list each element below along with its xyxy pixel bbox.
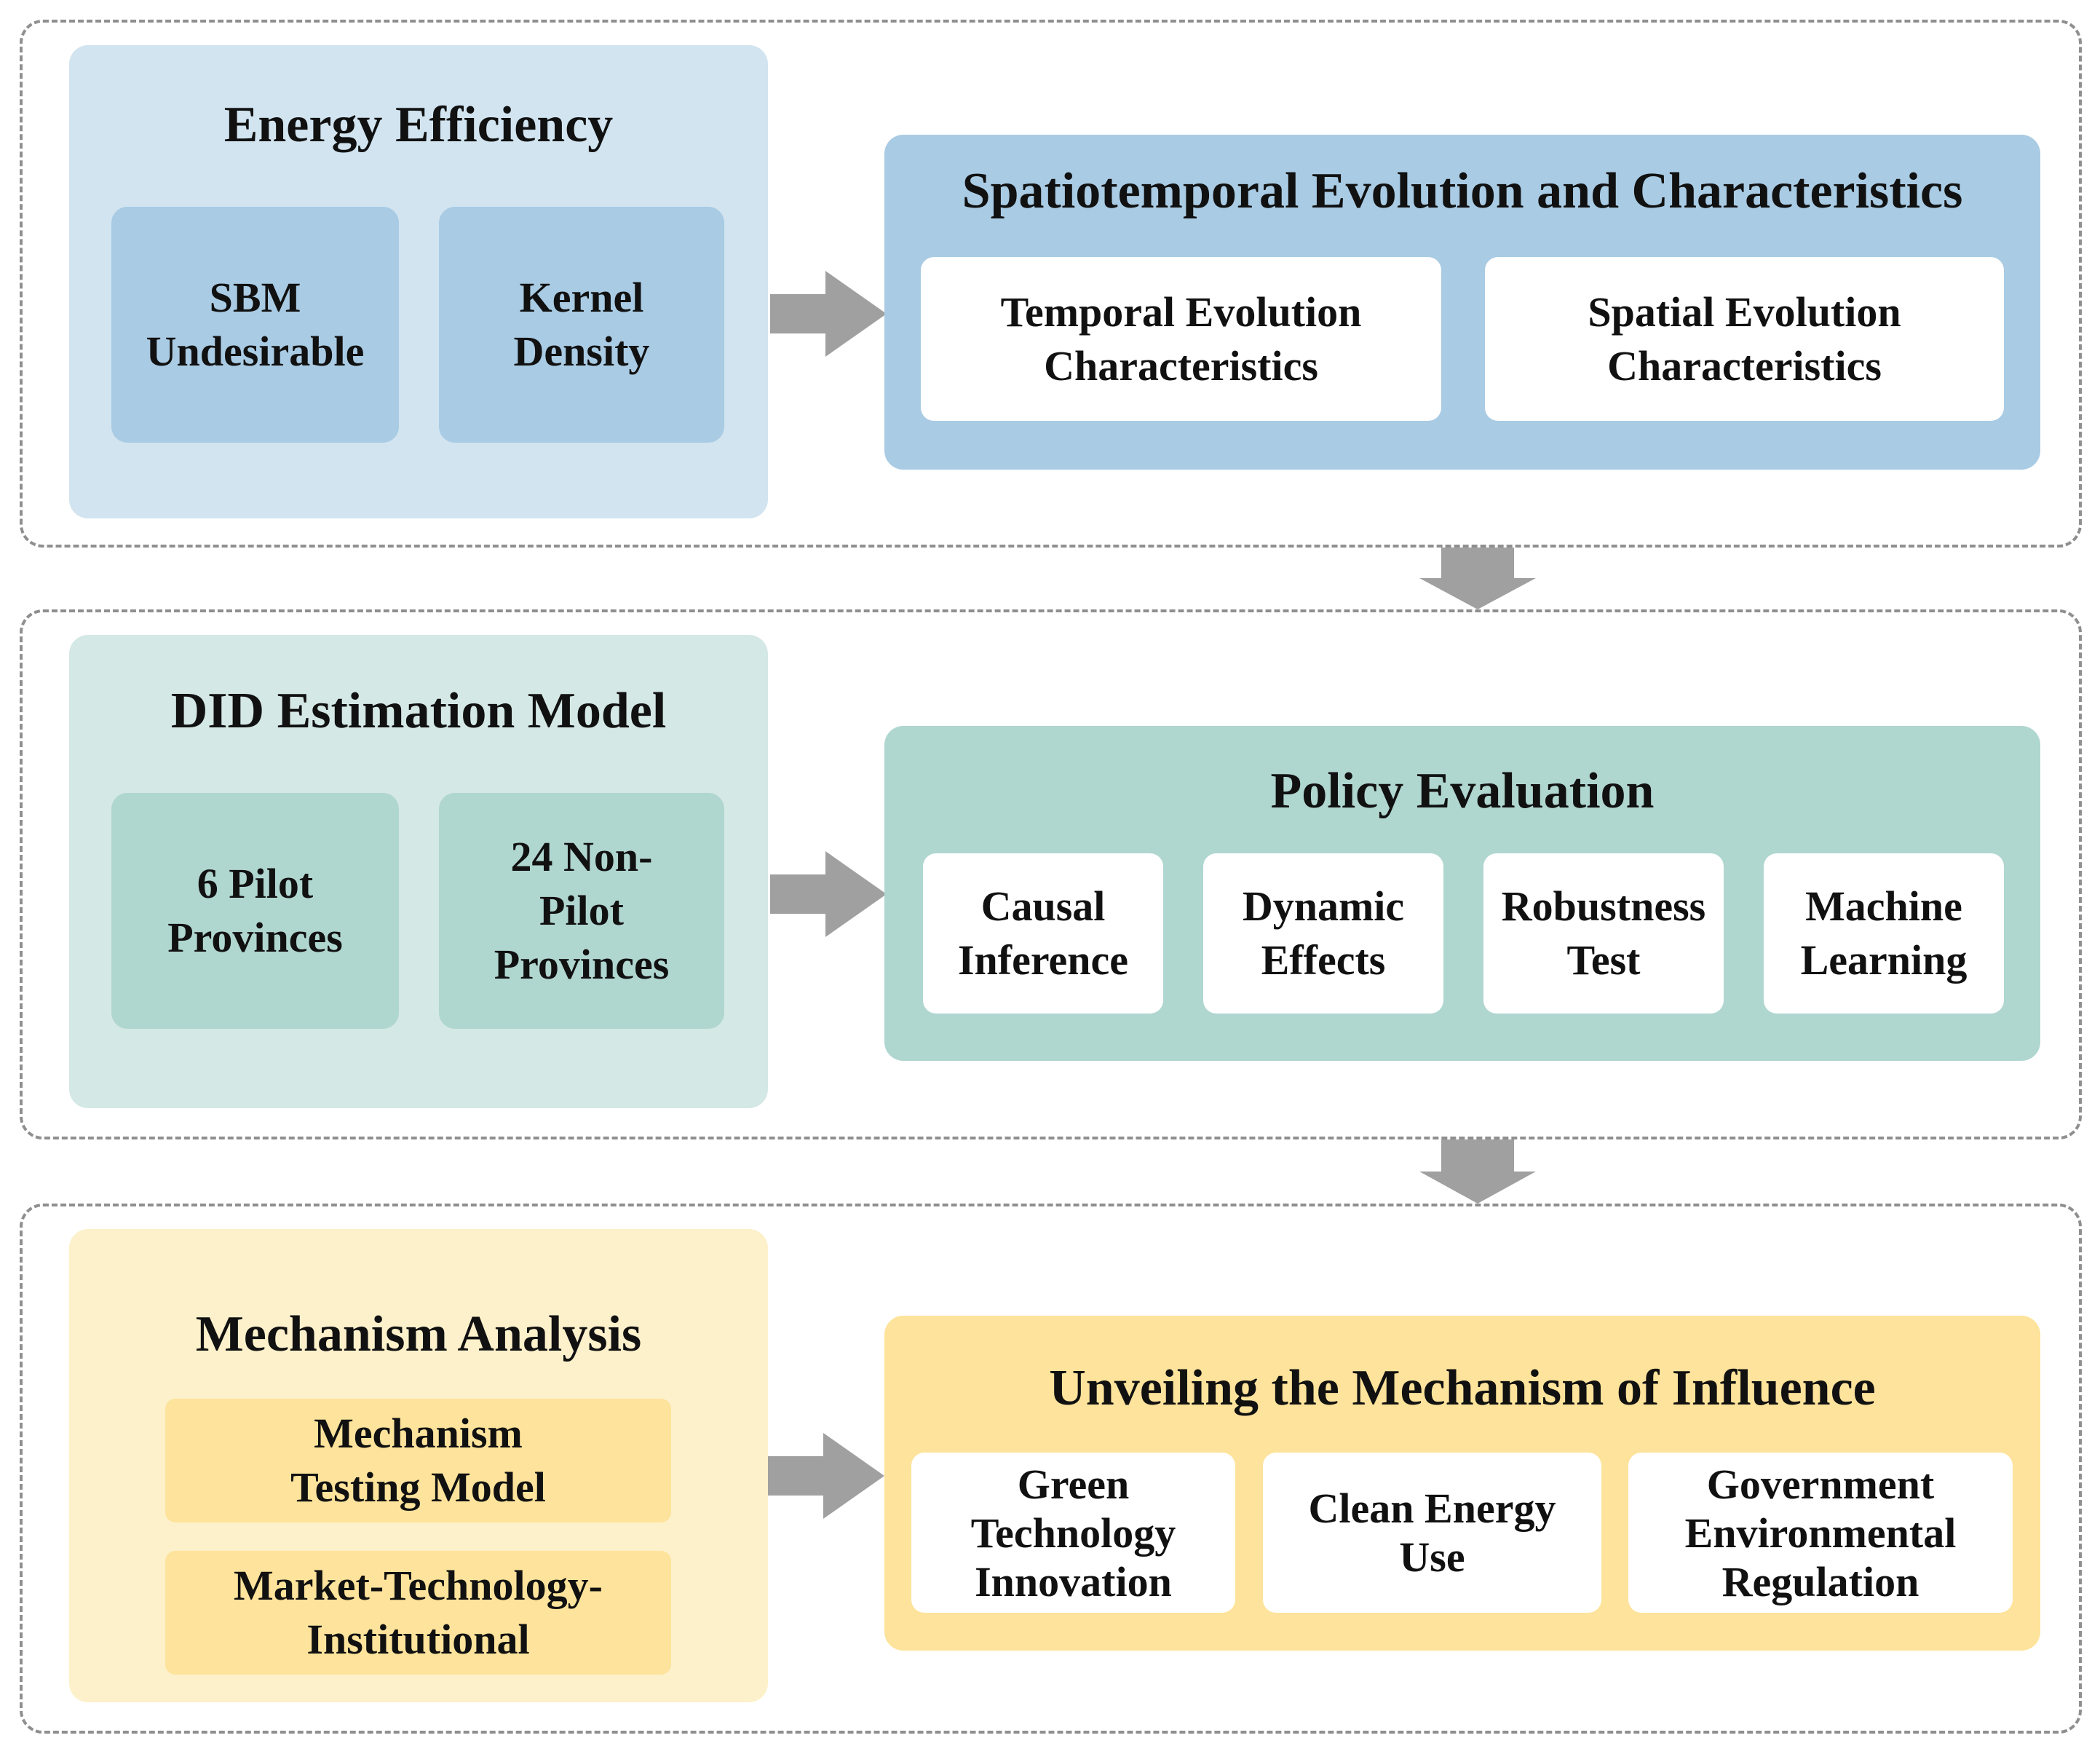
kernel-density-label: Kernel Density: [513, 274, 650, 375]
non-pilot-provinces-box: 24 Non- Pilot Provinces: [439, 793, 724, 1029]
robustness-test-label: Robustness Test: [1501, 882, 1706, 984]
market-technology-institutional-label: Market-Technology- Institutional: [234, 1562, 603, 1663]
causal-inference-box: Causal Inference: [923, 853, 1163, 1014]
section-did-estimation: [20, 609, 2082, 1139]
policy-evaluation-title: Policy Evaluation: [1270, 763, 1655, 819]
government-environmental-regulation-box: Government Environmental Regulation: [1628, 1453, 2013, 1613]
kernel-density-box: Kernel Density: [439, 207, 724, 443]
right-arrow-3: [768, 1433, 884, 1519]
sbm-undesirable-label: SBM Undesirable: [146, 274, 365, 375]
causal-inference-label: Causal Inference: [957, 882, 1129, 984]
right-arrow-1: [770, 271, 887, 357]
mechanism-analysis-panel: Mechanism Analysis Mechanism Testing Mod…: [69, 1229, 768, 1702]
spatial-evolution-box: Spatial Evolution Characteristics: [1485, 257, 2004, 421]
section-energy-efficiency: [20, 20, 2082, 548]
temporal-evolution-label: Temporal Evolution Characteristics: [1000, 288, 1362, 390]
did-estimation-panel: DID Estimation Model 6 Pilot Provinces 2…: [69, 635, 768, 1108]
pilot-provinces-box: 6 Pilot Provinces: [111, 793, 399, 1029]
mechanism-testing-model-label: Mechanism Testing Model: [290, 1410, 546, 1511]
dynamic-effects-label: Dynamic Effects: [1242, 882, 1405, 984]
clean-energy-use-label: Clean Energy Use: [1308, 1485, 1556, 1581]
spatiotemporal-panel: Spatiotemporal Evolution and Characteris…: [884, 135, 2040, 470]
energy-efficiency-title: Energy Efficiency: [223, 97, 614, 153]
green-technology-innovation-label: Green Technology Innovation: [970, 1460, 1176, 1605]
mechanism-testing-model-box: Mechanism Testing Model: [165, 1399, 671, 1522]
government-environmental-regulation-label: Government Environmental Regulation: [1684, 1460, 1957, 1605]
pilot-provinces-label: 6 Pilot Provinces: [167, 860, 343, 961]
temporal-evolution-box: Temporal Evolution Characteristics: [921, 257, 1441, 421]
machine-learning-box: Machine Learning: [1764, 853, 2004, 1014]
machine-learning-label: Machine Learning: [1800, 882, 1968, 984]
non-pilot-provinces-label: 24 Non- Pilot Provinces: [494, 833, 670, 988]
spatiotemporal-title: Spatiotemporal Evolution and Characteris…: [962, 163, 1963, 219]
energy-efficiency-panel: Energy Efficiency SBM Undesirable Kernel…: [69, 45, 768, 518]
down-arrow-2: [1419, 1139, 1536, 1204]
clean-energy-use-box: Clean Energy Use: [1263, 1453, 1601, 1613]
sbm-undesirable-box: SBM Undesirable: [111, 207, 399, 443]
section-mechanism-analysis: [20, 1204, 2082, 1734]
market-technology-institutional-box: Market-Technology- Institutional: [165, 1551, 671, 1675]
unveiling-mechanism-title: Unveiling the Mechanism of Influence: [1049, 1360, 1876, 1416]
dynamic-effects-box: Dynamic Effects: [1203, 853, 1443, 1014]
spatial-evolution-label: Spatial Evolution Characteristics: [1588, 288, 1901, 390]
unveiling-mechanism-panel: Unveiling the Mechanism of Influence Gre…: [884, 1316, 2040, 1651]
did-estimation-title: DID Estimation Model: [170, 683, 667, 739]
green-technology-innovation-box: Green Technology Innovation: [911, 1453, 1235, 1613]
right-arrow-2: [770, 851, 887, 937]
policy-evaluation-panel: Policy Evaluation Causal Inference Dynam…: [884, 726, 2040, 1061]
down-arrow-1: [1419, 548, 1536, 609]
robustness-test-box: Robustness Test: [1483, 853, 1724, 1014]
mechanism-analysis-title: Mechanism Analysis: [195, 1306, 642, 1362]
